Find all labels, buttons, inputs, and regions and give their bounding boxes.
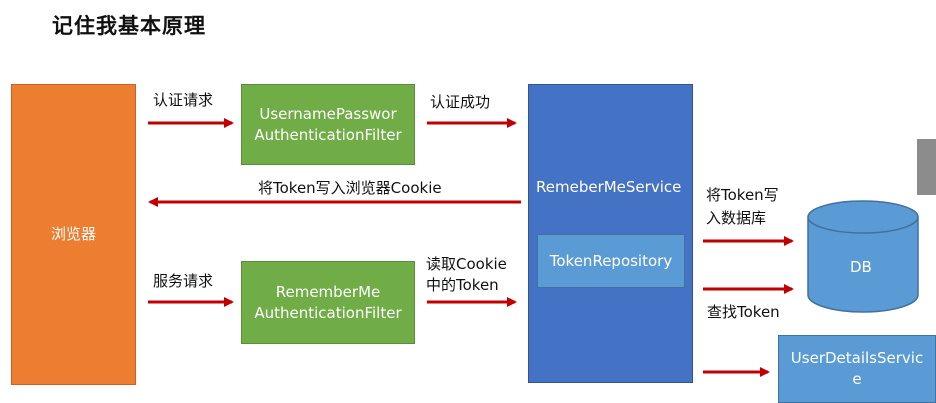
scrollbar-thumb bbox=[917, 139, 936, 195]
label-auth-request: 认证请求 bbox=[153, 91, 214, 109]
repo-label: TokenRepository bbox=[549, 251, 673, 270]
user-details-line1: UserDetailsServic bbox=[790, 349, 924, 367]
token-repository-box: TokenRepository bbox=[537, 234, 685, 288]
label-read-cookie-2: 中的Token bbox=[426, 276, 499, 294]
label-auth-success: 认证成功 bbox=[430, 93, 491, 111]
label-service-request: 服务请求 bbox=[153, 272, 214, 290]
db-label: DB bbox=[850, 258, 872, 276]
username-password-filter-box: UsernamePasswor AuthenticationFilter bbox=[241, 84, 415, 165]
browser-box: 浏览器 bbox=[11, 84, 136, 385]
label-read-cookie-1: 读取Cookie bbox=[426, 255, 507, 273]
filter2-line1: RememberMe bbox=[275, 282, 381, 301]
filter1-line2: AuthenticationFilter bbox=[254, 125, 402, 144]
label-write-db-1: 将Token写 bbox=[706, 186, 779, 204]
filter1-line1: UsernamePasswor bbox=[259, 104, 397, 123]
remember-me-service-box bbox=[528, 84, 693, 383]
db-cylinder bbox=[807, 200, 919, 313]
label-write-cookie: 将Token写入浏览器Cookie bbox=[258, 179, 442, 197]
label-find-token: 查找Token bbox=[707, 303, 780, 321]
remember-me-filter-box: RememberMe AuthenticationFilter bbox=[241, 261, 415, 344]
user-details-line2: e bbox=[852, 370, 862, 388]
user-details-service-box: UserDetailsServic e bbox=[778, 335, 936, 403]
service-label: RemeberMeService bbox=[536, 178, 682, 196]
label-write-db-2: 入数据库 bbox=[706, 209, 767, 227]
page-title: 记住我基本原理 bbox=[52, 14, 206, 38]
filter2-line2: AuthenticationFilter bbox=[254, 303, 402, 322]
browser-label: 浏览器 bbox=[50, 225, 96, 243]
